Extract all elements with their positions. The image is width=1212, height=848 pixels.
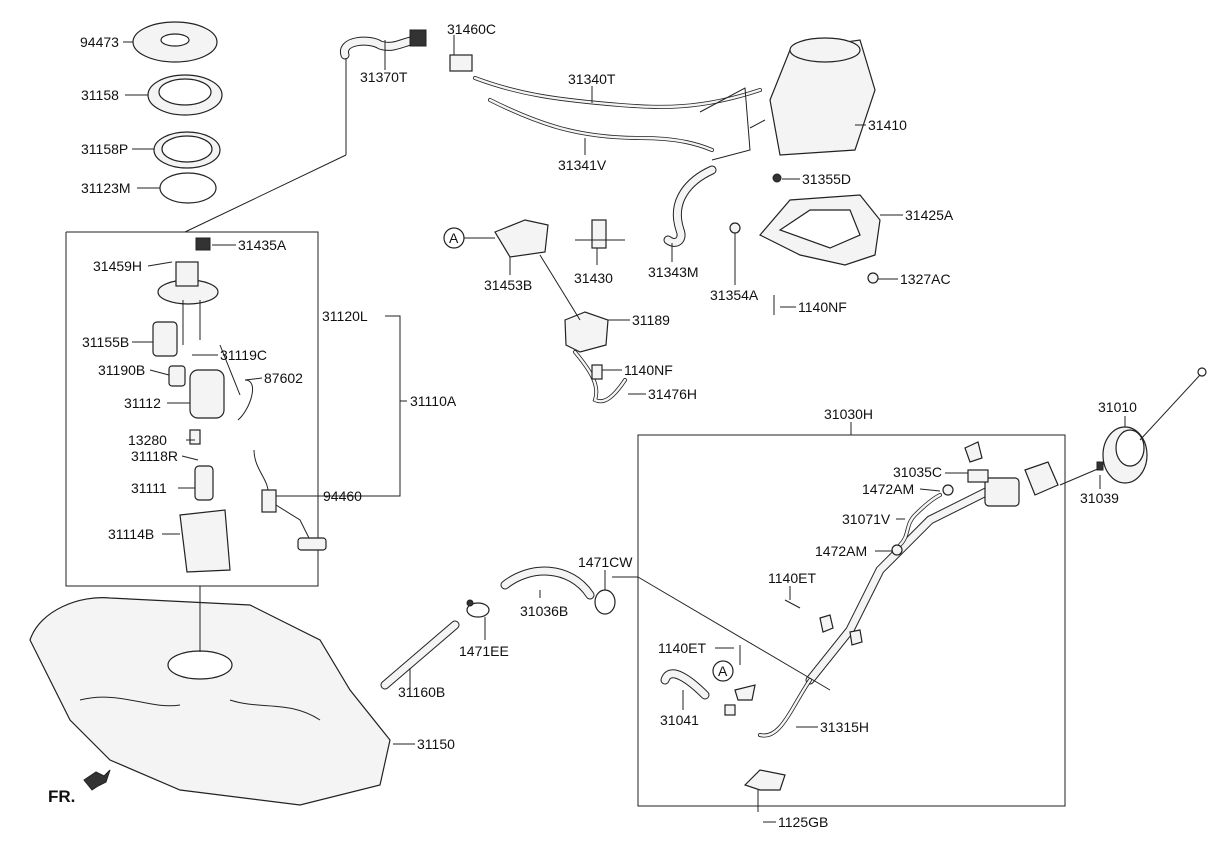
label-31158P: 31158P — [81, 141, 128, 157]
label-31370T: 31370T — [360, 69, 408, 85]
clip-31035C — [964, 441, 989, 483]
label-31111: 31111 — [131, 480, 167, 496]
clamp-1471EE — [466, 599, 490, 618]
label-31110A: 31110A — [410, 393, 457, 409]
label-94460: 94460 — [323, 488, 362, 504]
oring-31123M — [159, 172, 217, 204]
label-31119C: 31119C — [220, 347, 267, 363]
label-31341V: 31341V — [558, 157, 607, 173]
label-31315H: 31315H — [820, 719, 869, 735]
callout-a-circle-2 — [712, 660, 734, 682]
label-31010: 31010 — [1098, 399, 1137, 415]
label-1140ET-b: 1140ET — [658, 640, 706, 656]
label-31071V: 31071V — [842, 511, 891, 527]
bracket-31189 — [539, 254, 627, 404]
label-31435A: 31435A — [238, 237, 287, 253]
label-31354A: 31354A — [710, 287, 759, 303]
label-1140NF-a: 1140NF — [798, 299, 847, 315]
leader-lines — [123, 35, 1126, 823]
label-1472AM-b: 1472AM — [815, 543, 867, 559]
fuel-tank-31150 — [29, 586, 391, 806]
label-31430: 31430 — [574, 270, 613, 286]
label-31460C: 31460C — [447, 21, 496, 37]
label-31150: 31150 — [417, 736, 455, 752]
label-31030H: 31030H — [824, 406, 873, 422]
label-1140ET-a: 1140ET — [768, 570, 816, 586]
label-31158: 31158 — [81, 87, 119, 103]
label-31041: 31041 — [660, 712, 699, 728]
hose-31036B — [500, 566, 595, 600]
vent-hose-31071V — [891, 484, 954, 556]
label-31035C: 31035C — [893, 464, 942, 480]
label-1472AM-a: 1472AM — [862, 481, 914, 497]
cover-94473 — [132, 21, 218, 63]
label-31118R: 31118R — [131, 448, 178, 464]
connector-31430 — [575, 219, 625, 249]
label-31160B: 31160B — [398, 684, 445, 700]
label-1471EE: 1471EE — [459, 643, 509, 659]
bracket-31425A — [729, 173, 881, 315]
canister-31410 — [749, 37, 876, 156]
sender-94460 — [253, 449, 327, 551]
label-1471CW: 1471CW — [578, 554, 633, 570]
label-31355D: 31355D — [802, 171, 851, 187]
filler-neck-31315H — [743, 461, 1059, 812]
clamp-1471CW — [594, 589, 616, 615]
pump-assembly-box — [65, 231, 319, 587]
label-13280: 13280 — [128, 432, 167, 448]
label-31189: 31189 — [632, 312, 670, 328]
fuel-pump-module — [152, 237, 254, 573]
label-31039: 31039 — [1080, 490, 1119, 506]
label-31340T: 31340T — [568, 71, 616, 87]
label-31120L: 31120L — [322, 308, 368, 324]
label-31123M: 31123M — [81, 180, 131, 196]
label-31155B: 31155B — [82, 334, 129, 350]
label-31425A: 31425A — [905, 207, 954, 223]
label-1327AC: 1327AC — [900, 271, 951, 287]
label-31453B: 31453B — [484, 277, 532, 293]
callout-a-circle-1 — [443, 227, 465, 249]
label-31112: 31112 — [124, 395, 161, 411]
part-labels: 94473 31158 31158P 31123M 31459H 31435A … — [48, 21, 1137, 830]
label-a-1: A — [449, 230, 459, 246]
label-1140NF-b: 1140NF — [624, 362, 673, 378]
label-31476H: 31476H — [648, 386, 697, 402]
label-31190B: 31190B — [98, 362, 145, 378]
label-94473: 94473 — [80, 34, 119, 50]
ring-31158P — [153, 131, 221, 169]
front-arrow-icon — [83, 769, 111, 791]
label-front: FR. — [48, 787, 75, 806]
label-31114B: 31114B — [108, 526, 154, 542]
vent-hoses — [184, 29, 762, 247]
pipe-31160B — [380, 620, 460, 690]
label-31343M: 31343M — [648, 264, 699, 280]
label-31410: 31410 — [868, 117, 907, 133]
label-1125GB: 1125GB — [778, 814, 828, 830]
label-31036B: 31036B — [520, 603, 568, 619]
fuel-cap-31010 — [1059, 367, 1207, 486]
label-87602: 87602 — [264, 370, 303, 386]
label-31459H: 31459H — [93, 258, 142, 274]
bolt-1140ET — [784, 599, 863, 646]
gasket-31158 — [147, 74, 223, 116]
label-a-2: A — [718, 663, 728, 679]
